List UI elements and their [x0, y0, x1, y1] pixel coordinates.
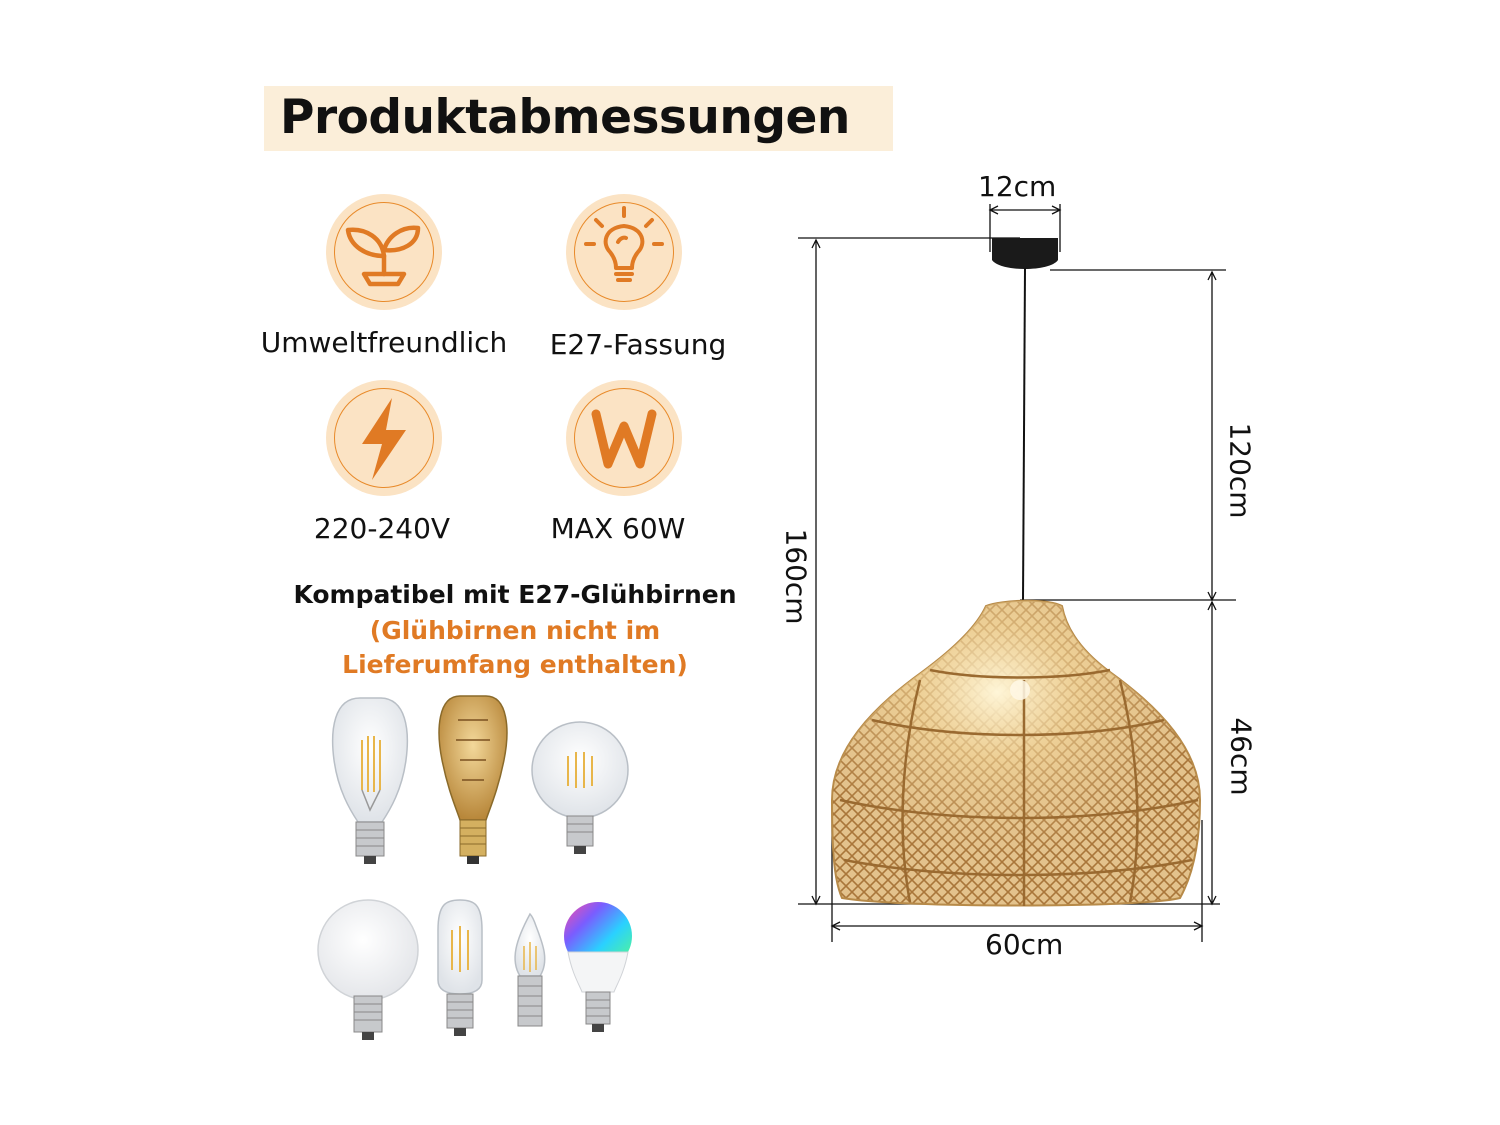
lightbulb-icon: [566, 194, 682, 310]
edison-vintage-bulb: [438, 695, 508, 864]
page-title: Produktabmessungen: [280, 90, 850, 145]
rgb-smart-bulb: [564, 902, 632, 1032]
opal-globe-bulb: [317, 899, 419, 1040]
dimension-canopy-width: 12cm: [978, 170, 1057, 203]
feature-label-wattage: MAX 60W: [550, 512, 686, 545]
dimension-shade-width: 60cm: [985, 928, 1064, 961]
t45-tube-bulb: [437, 899, 483, 1036]
compatibility-note-line2: Lieferumfang enthalten): [342, 650, 688, 679]
st64-filament-bulb: [331, 697, 409, 864]
dimension-shade-height: 46cm: [1224, 717, 1258, 796]
compatibility-note-line1: (Glühbirnen nicht im: [369, 616, 661, 645]
candle-flame-bulb: [514, 912, 546, 1027]
feature-label-socket: E27-Fassung: [549, 328, 727, 361]
dimension-cord-length: 120cm: [1223, 422, 1257, 519]
lightning-bolt-icon: [326, 380, 442, 496]
g95-globe-bulb: [531, 721, 629, 854]
bulb-collection: [317, 695, 632, 1040]
dimension-total-height: 160cm: [779, 528, 813, 625]
title-banner: Produktabmessungen: [264, 86, 893, 151]
feature-label-voltage: 220-240V: [313, 512, 451, 545]
leaf-sprout-icon: [326, 194, 442, 310]
feature-label-eco: Umweltfreundlich: [260, 326, 508, 359]
compatibility-heading: Kompatibel mit E27-Glühbirnen: [293, 580, 737, 609]
lamp-dimension-drawing: [798, 204, 1236, 942]
watt-w-icon: [566, 380, 682, 496]
